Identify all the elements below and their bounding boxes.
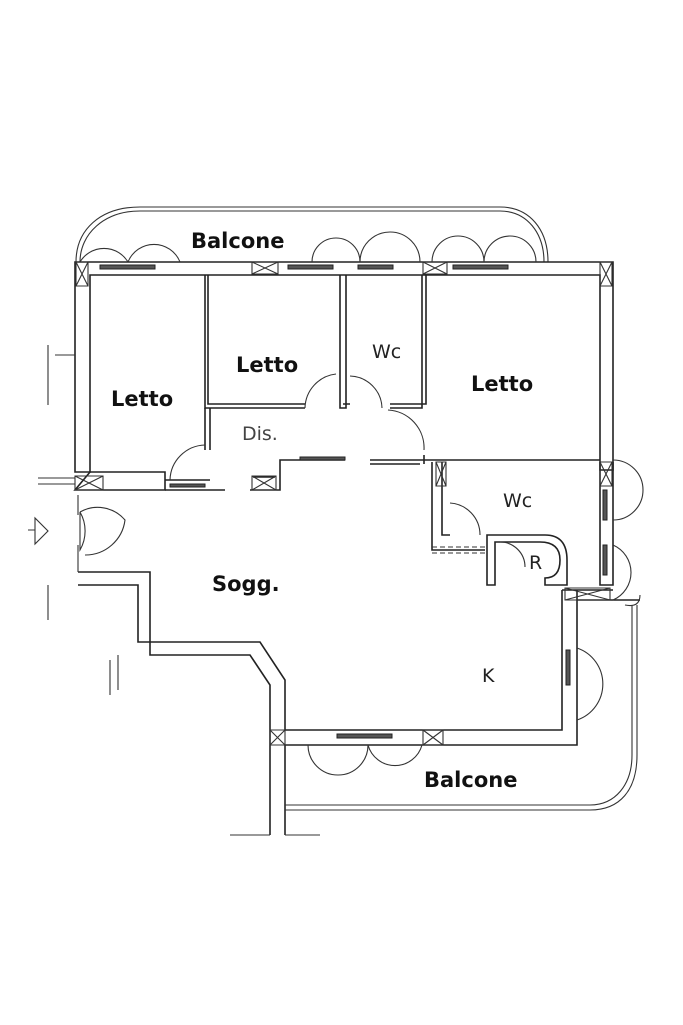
wall-kitchen	[285, 590, 578, 746]
walls	[28, 206, 640, 836]
wall-closet	[486, 534, 568, 586]
label-letto-right: Letto	[471, 372, 533, 396]
label-dis: Dis.	[242, 423, 278, 445]
label-cucina: K	[482, 665, 495, 687]
wall-partitions	[204, 275, 305, 409]
wall-living	[269, 730, 286, 835]
label-letto-left: Letto	[111, 387, 173, 411]
wall-top	[74, 261, 614, 473]
label-ripostiglio: R	[529, 552, 542, 574]
label-wc-top: Wc	[372, 341, 401, 363]
windows	[99, 264, 608, 739]
label-balcone-top: Balcone	[191, 229, 284, 253]
room-labels: Balcone Letto Letto Wc Letto Dis. Wc Sog…	[111, 229, 542, 792]
label-letto-middle: Letto	[236, 353, 298, 377]
label-wc-right: Wc	[503, 490, 532, 512]
label-soggiorno: Sogg.	[212, 572, 280, 596]
door-swings	[79, 231, 644, 776]
bottom-balcony-rail	[285, 605, 633, 806]
label-balcone-bottom: Balcone	[424, 768, 517, 792]
entrance-arrow-icon	[28, 516, 49, 546]
pillars	[74, 261, 613, 746]
top-balcony-rail	[75, 206, 549, 263]
